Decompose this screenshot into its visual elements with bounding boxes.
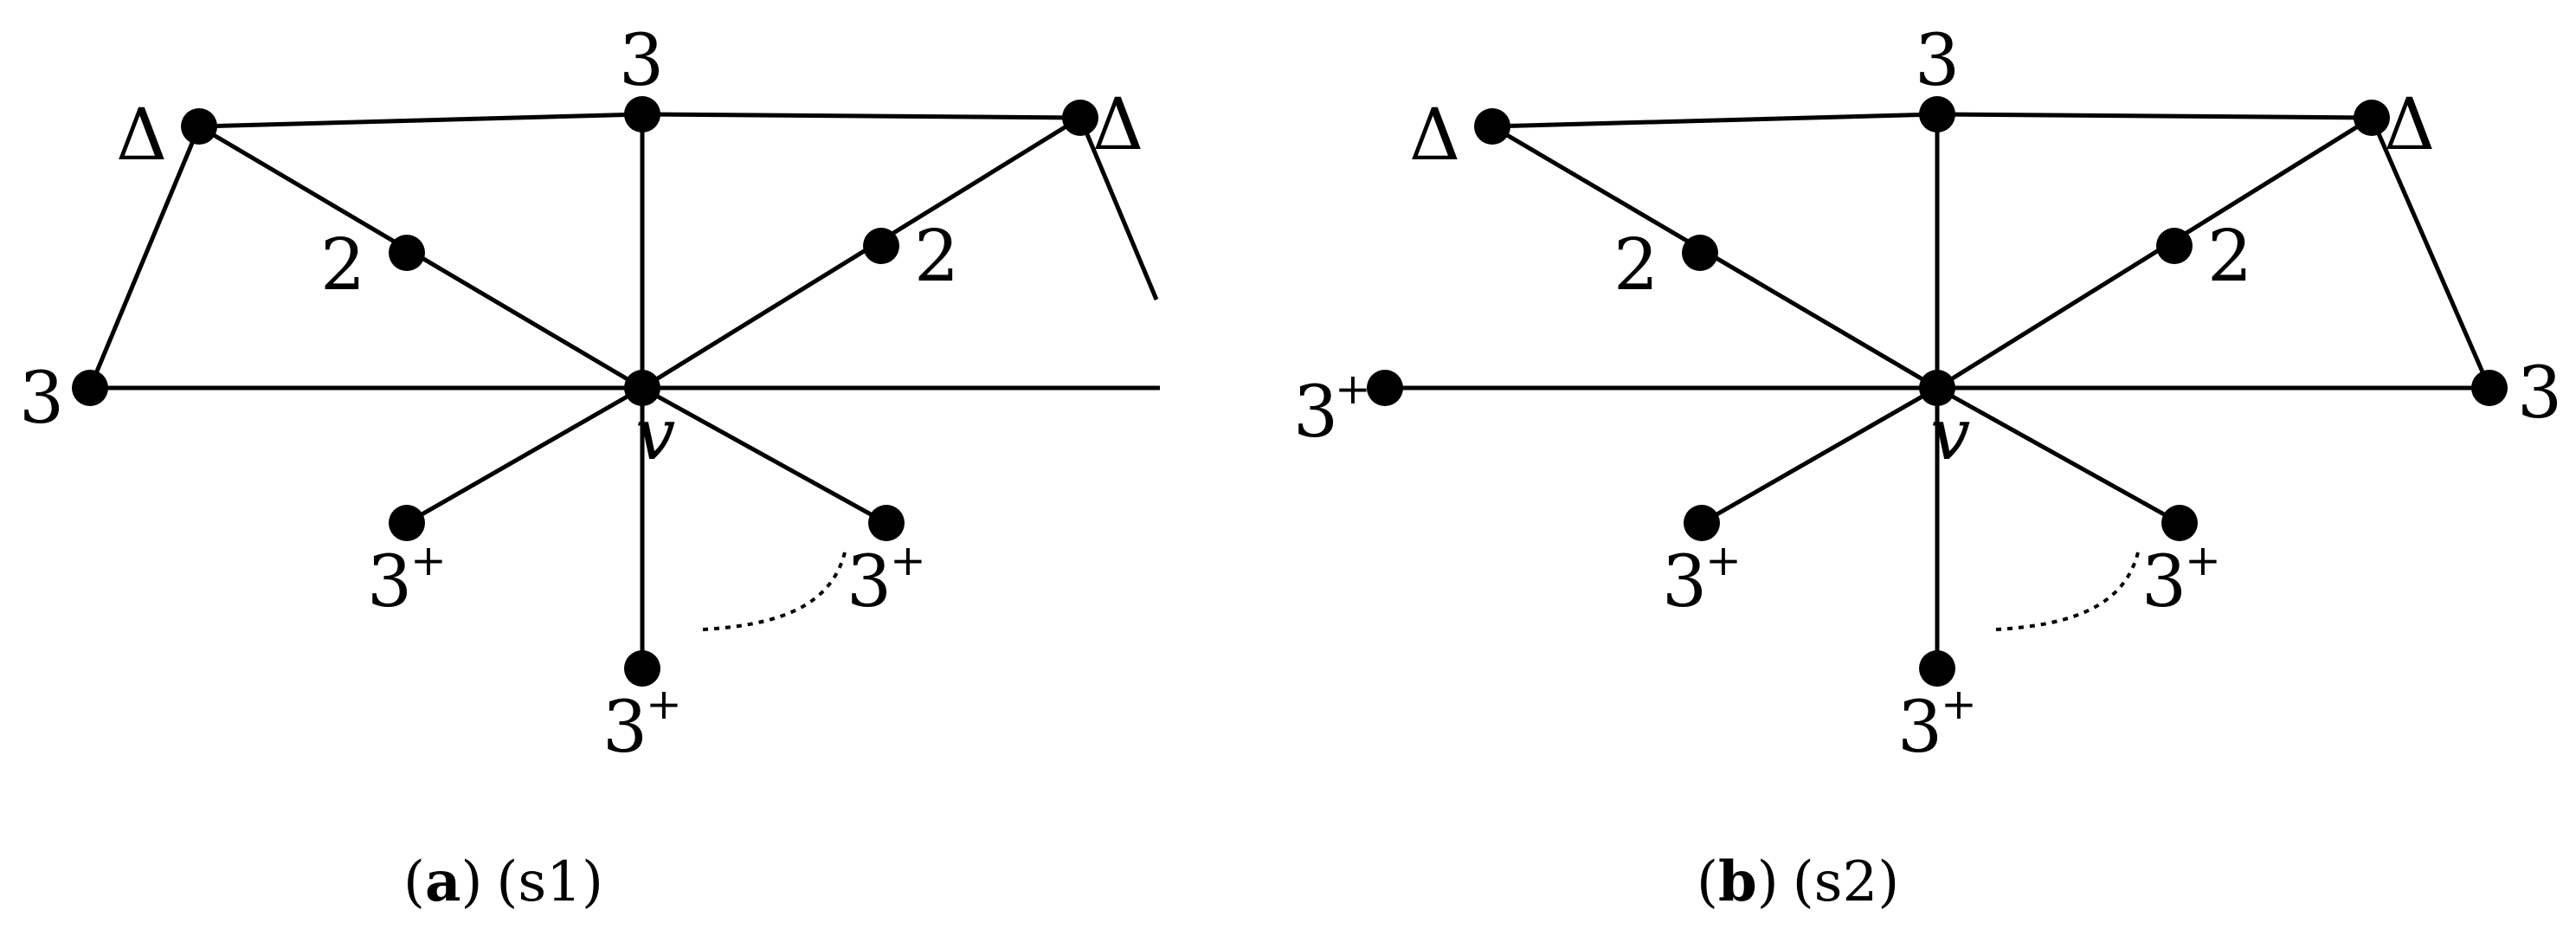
label-a-sub-left: 2 bbox=[320, 224, 365, 307]
node-b-bottom bbox=[1919, 650, 1955, 687]
caption-a: (a)(s1) bbox=[403, 849, 603, 914]
node-a-top bbox=[624, 96, 660, 132]
node-b-far-left bbox=[1367, 370, 1403, 406]
node-b-far-right bbox=[2471, 370, 2508, 406]
label-b-sub-right: 2 bbox=[2207, 216, 2252, 298]
node-b-delta-left bbox=[1474, 108, 1510, 145]
label-a-far-left: 3 bbox=[19, 358, 64, 440]
node-a-delta-left bbox=[181, 108, 217, 145]
node-a-sub-left bbox=[389, 235, 425, 271]
node-b-top bbox=[1919, 96, 1955, 132]
edge-a-delta-left-to-far-left bbox=[87, 126, 202, 389]
node-b-bottom-right bbox=[2161, 505, 2198, 541]
panel-a: Δ 3 Δ 2 2 3 v 3 + 3 + 3 + (a)(s1) bbox=[19, 20, 1160, 914]
caption-b-name: (s2) bbox=[1793, 850, 1900, 914]
label-a-bottom-right: 3 bbox=[847, 541, 892, 623]
edge-a-delta-left-to-top bbox=[198, 112, 643, 129]
edge-b-v-to-delta-right bbox=[1935, 115, 2373, 391]
edge-a-top-to-delta-right bbox=[641, 112, 1081, 120]
edge-a-v-to-delta-right bbox=[641, 115, 1082, 391]
label-a-bottom-plus: + bbox=[646, 679, 682, 729]
node-a-far-left bbox=[72, 370, 108, 406]
caption-a-name: (s1) bbox=[496, 850, 603, 914]
edge-a-delta-right-down bbox=[1078, 117, 1159, 300]
label-b-bottom-left-plus: + bbox=[1705, 535, 1742, 585]
label-a-center-v: v bbox=[635, 394, 675, 476]
node-b-bottom-left bbox=[1684, 505, 1720, 541]
edge-b-delta-right-to-far-right bbox=[2369, 117, 2492, 389]
edge-b-delta-left-to-top bbox=[1491, 112, 1938, 129]
caption-a-close: ) bbox=[460, 850, 482, 914]
node-b-sub-right bbox=[2156, 228, 2193, 264]
node-a-bottom bbox=[624, 650, 660, 687]
label-b-bottom-left: 3 bbox=[1662, 541, 1707, 623]
caption-a-open: ( bbox=[403, 850, 425, 914]
label-b-sub-left: 2 bbox=[1613, 224, 1658, 307]
label-b-delta-right: Δ bbox=[2384, 84, 2435, 166]
label-b-top: 3 bbox=[1915, 20, 1960, 102]
label-b-bottom-right: 3 bbox=[2141, 541, 2186, 623]
label-b-center-v: v bbox=[1930, 394, 1970, 476]
label-a-bottom-right-plus: + bbox=[890, 535, 926, 585]
edge-b-v-to-bottom-right bbox=[1935, 385, 2181, 526]
label-a-delta-left: Δ bbox=[116, 94, 167, 177]
label-b-bottom-plus: + bbox=[1941, 679, 1977, 729]
caption-a-letter: a bbox=[425, 849, 460, 914]
caption-b: (b)(s2) bbox=[1697, 849, 1899, 914]
label-a-bottom-left-plus: + bbox=[410, 535, 447, 585]
node-a-center-v bbox=[624, 370, 660, 406]
label-b-far-left: 3 bbox=[1293, 371, 1338, 454]
label-b-far-left-plus: + bbox=[1335, 364, 1371, 414]
label-b-bottom-right-plus: + bbox=[2185, 535, 2221, 585]
label-a-sub-right: 2 bbox=[914, 216, 959, 298]
label-a-delta-right: Δ bbox=[1092, 84, 1143, 166]
edge-a-v-to-bottom-left bbox=[405, 385, 644, 526]
label-b-far-right: 3 bbox=[2517, 352, 2562, 435]
node-b-delta-right bbox=[2354, 100, 2390, 136]
label-b-delta-left: Δ bbox=[1409, 94, 1460, 177]
node-a-sub-right bbox=[863, 228, 899, 264]
node-a-delta-right bbox=[1062, 100, 1098, 136]
dotted-arc-a bbox=[702, 552, 847, 631]
dotted-arc-b bbox=[1995, 552, 2140, 631]
label-b-bottom: 3 bbox=[1897, 687, 1942, 769]
node-b-sub-left bbox=[1682, 235, 1718, 271]
node-b-center-v bbox=[1919, 370, 1955, 406]
edge-a-v-to-bottom-right bbox=[641, 385, 888, 526]
caption-b-close: ) bbox=[1757, 850, 1779, 914]
node-a-bottom-right bbox=[868, 505, 905, 541]
node-a-bottom-left bbox=[389, 505, 425, 541]
label-a-top: 3 bbox=[619, 20, 664, 102]
panel-b: Δ 3 Δ 2 2 3 + v 3 3 + 3 + 3 + (b)(s2) bbox=[1293, 20, 2562, 914]
label-a-bottom: 3 bbox=[602, 687, 647, 769]
edge-b-v-to-bottom-left bbox=[1700, 385, 1939, 526]
caption-b-letter: b bbox=[1718, 849, 1757, 914]
edge-b-top-to-delta-right bbox=[1936, 112, 2373, 120]
label-a-bottom-left: 3 bbox=[367, 541, 412, 623]
caption-b-open: ( bbox=[1697, 850, 1718, 914]
